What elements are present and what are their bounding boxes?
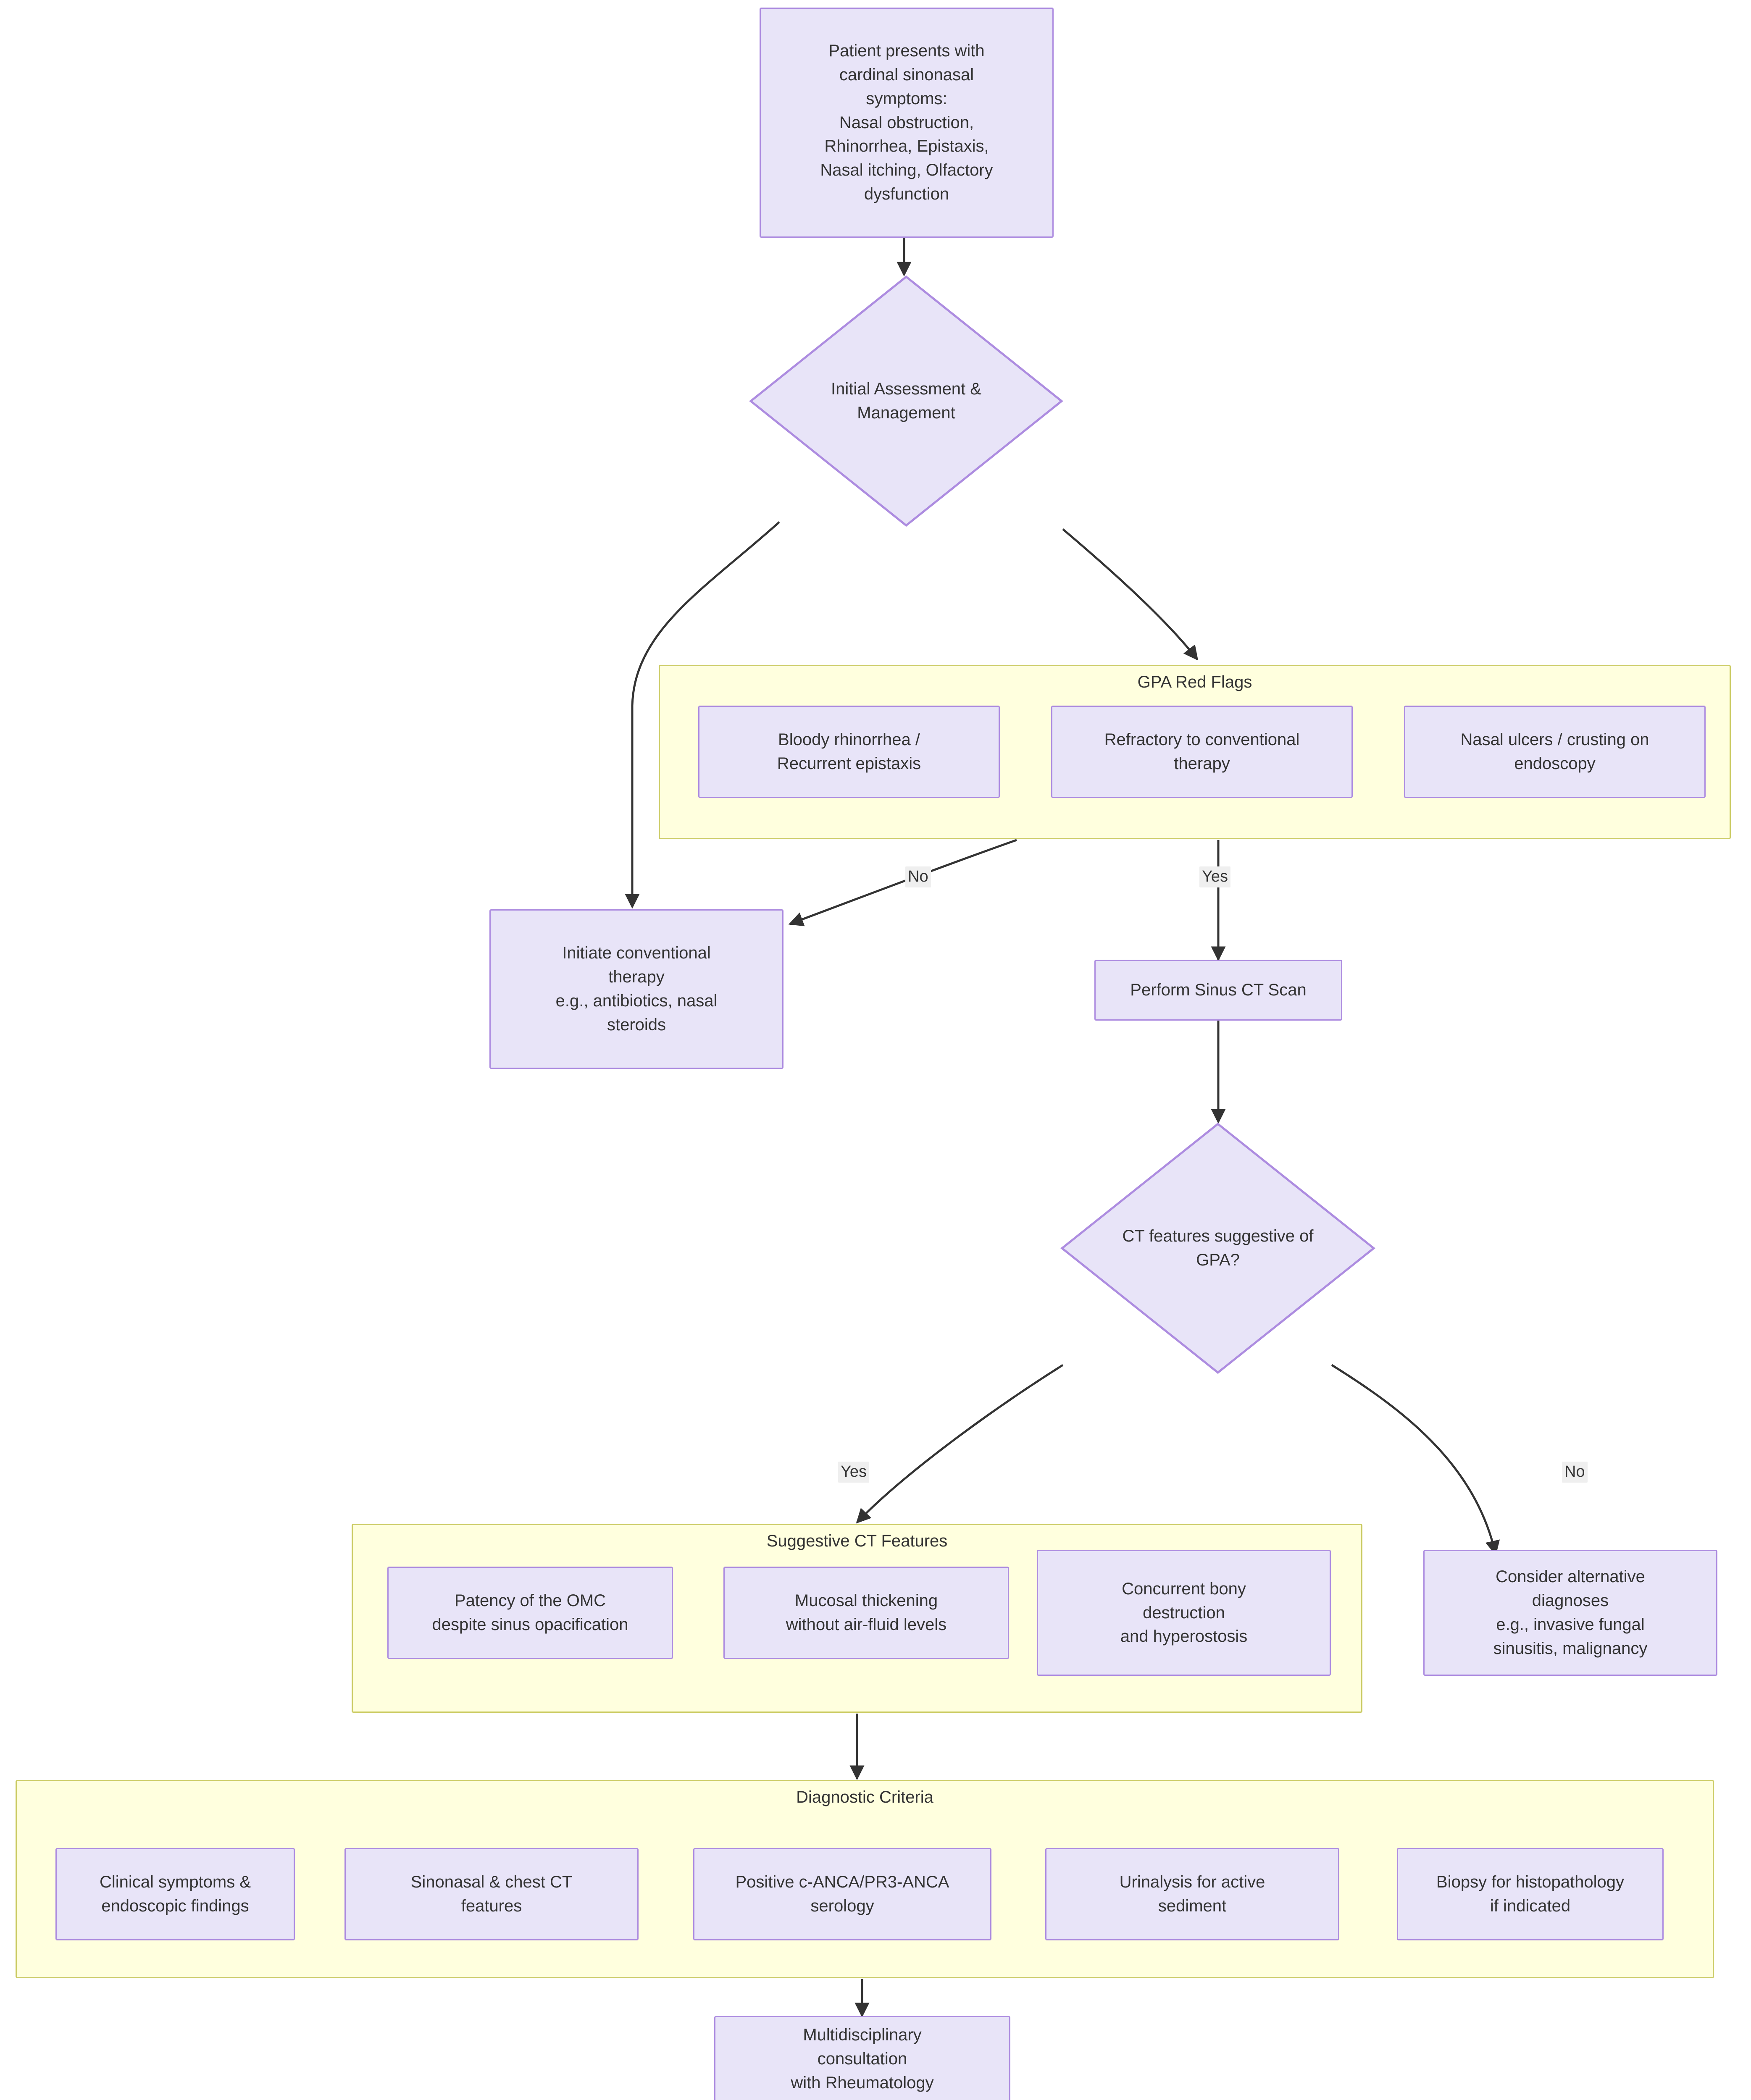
node-criterion-anca-serology[interactable]: Positive c-ANCA/PR3-ANCA serology <box>693 1848 991 1940</box>
node-perform-sinus-ct[interactable]: Perform Sinus CT Scan <box>1094 960 1342 1021</box>
node-red-flag-refractory-therapy[interactable]: Refractory to conventional therapy <box>1051 706 1353 798</box>
node-ct-feature-omc-patency[interactable]: Patency of the OMC despite sinus opacifi… <box>387 1567 673 1659</box>
edge-redflags-no-to-conventional <box>788 839 1017 927</box>
node-alternative-diagnoses[interactable]: Consider alternative diagnoses e.g., inv… <box>1423 1550 1717 1676</box>
edge-decision-yes-to-features <box>856 1364 1064 1524</box>
node-initial-assessment[interactable]: Initial Assessment & Management <box>749 275 1064 527</box>
edge-label-red-flags-yes: Yes <box>1199 866 1230 887</box>
node-conventional-therapy[interactable]: Initiate conventional therapy e.g., anti… <box>489 909 783 1069</box>
node-red-flag-nasal-ulcers[interactable]: Nasal ulcers / crusting on endoscopy <box>1404 706 1706 798</box>
edge-label-ct-no: No <box>1562 1462 1588 1483</box>
node-criterion-biopsy[interactable]: Biopsy for histopathology if indicated <box>1397 1848 1664 1940</box>
node-multidisciplinary-consultation[interactable]: Multidisciplinary consultation with Rheu… <box>714 2016 1010 2100</box>
node-criterion-sinonasal-chest-ct[interactable]: Sinonasal & chest CT features <box>344 1848 639 1940</box>
node-red-flag-bloody-rhinorrhea[interactable]: Bloody rhinorrhea / Recurrent epistaxis <box>698 706 1000 798</box>
node-criterion-clinical-endoscopic[interactable]: Clinical symptoms & endoscopic findings <box>55 1848 295 1940</box>
edge-assessment-to-redflags <box>1062 528 1199 661</box>
node-ct-feature-bony-destruction[interactable]: Concurrent bony destruction and hyperost… <box>1037 1550 1331 1676</box>
edge-label-red-flags-no: No <box>905 866 931 887</box>
edge-label-ct-yes: Yes <box>838 1462 869 1483</box>
node-start[interactable]: Patient presents with cardinal sinonasal… <box>760 8 1054 238</box>
node-ct-feature-mucosal-thickening[interactable]: Mucosal thickening without air-fluid lev… <box>723 1567 1009 1659</box>
node-criterion-urinalysis[interactable]: Urinalysis for active sediment <box>1045 1848 1339 1940</box>
node-ct-features-decision[interactable]: CT features suggestive of GPA? <box>1060 1122 1376 1374</box>
